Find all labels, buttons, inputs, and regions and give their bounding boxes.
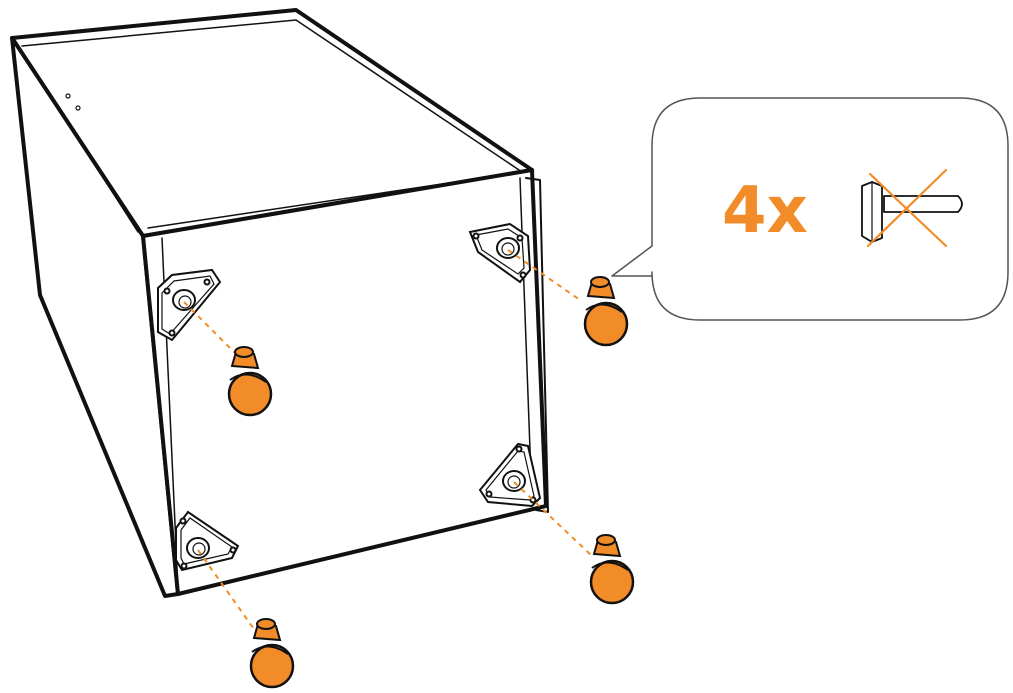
cabinet-body [10,8,549,598]
mounting-plate-bottom-right [478,442,542,508]
mounting-plate-top-right [468,222,532,284]
glide-foot-icon [589,533,635,605]
glide-foot-icon [249,617,295,689]
guide-line-top-right [507,249,581,301]
cabinet-side-panel [10,36,180,598]
glide-foot-icon [583,275,629,347]
cross-out-icon [866,168,948,248]
guide-line-bottom-right [513,481,593,557]
guide-line-top-left [183,301,243,361]
hammer-icon [861,181,963,243]
guide-line-bottom-left [197,549,257,633]
mounting-plate-top-left [157,268,222,342]
callout-bubble [611,97,1009,321]
mounting-plate-bottom-left [175,510,240,572]
cabinet-bottom-panel [141,168,548,596]
quantity-label: 4x [722,174,808,248]
guide-lines [183,249,593,633]
